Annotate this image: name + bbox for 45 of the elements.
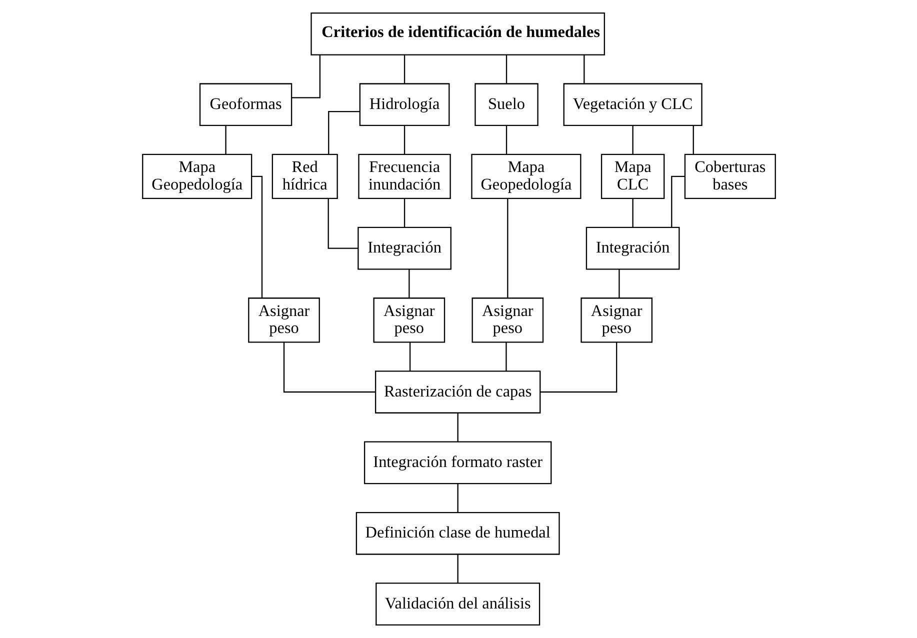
node-box: Validación del análisis [375,582,540,626]
connector [403,198,405,228]
connector [456,413,458,442]
node-box: Asignar peso [372,298,445,343]
connector [282,342,375,393]
node-box: Rasterización de capas [374,370,540,414]
connector [456,554,458,583]
node-box: Asignar peso [471,298,544,343]
node-box: Vegetación y CLC [562,83,702,126]
node-box: Criterios de identificación de humedales [310,12,605,56]
connector [583,55,584,84]
connector [251,176,262,298]
node-box: Suelo [474,83,538,126]
connector [224,126,226,154]
connector [408,269,410,298]
connector [505,55,507,84]
connector [506,198,508,298]
connector [505,342,506,371]
connector [692,126,694,154]
node-box: Frecuencia inundación [358,154,450,200]
node-box: Mapa Geopedología [142,154,252,200]
connector [632,126,633,154]
connector [408,342,410,371]
connector [403,55,405,84]
connector [291,54,320,98]
node-box: Integración [585,226,680,270]
node-box: Geoformas [198,83,292,126]
node-box: Red hídrica [271,154,338,200]
connector [632,198,633,228]
node-box: Coberturas bases [684,154,776,200]
connector [456,484,458,512]
node-box: Integración [357,226,451,270]
node-box: Asignar peso [248,298,320,343]
node-box: Hidrología [358,83,450,126]
connector [327,198,358,249]
node-box: Integración formato raster [363,441,552,484]
node-box: Asignar peso [580,298,652,343]
connector [403,126,405,154]
connector [540,342,617,393]
connector [505,126,507,154]
node-box: Mapa CLC [600,154,664,200]
node-box: Definición clase de humedal [355,512,560,555]
node-box: Mapa Geopedología [470,154,581,200]
connector [328,110,359,154]
connector [618,269,620,298]
